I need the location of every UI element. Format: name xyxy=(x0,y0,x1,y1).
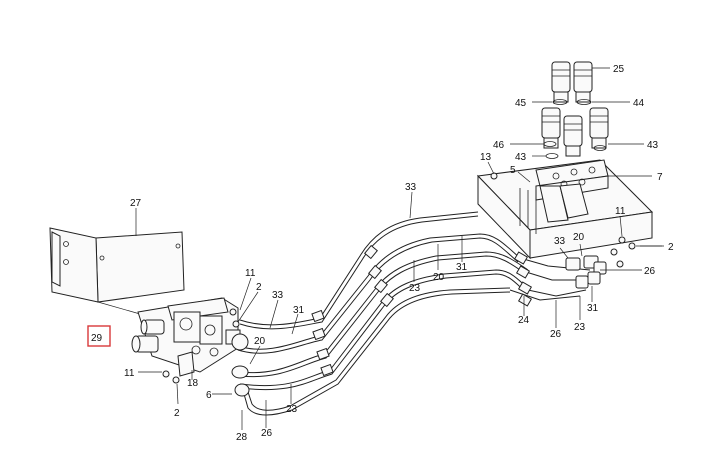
quick-couplers xyxy=(541,61,609,159)
callout-31: 31 xyxy=(587,303,599,314)
callout-43: 43 xyxy=(515,152,527,163)
callout-11: 11 xyxy=(124,368,135,379)
callout-2: 2 xyxy=(256,282,262,293)
callout-20: 20 xyxy=(433,272,445,283)
callout-28: 28 xyxy=(236,432,248,443)
callout-6: 6 xyxy=(206,390,212,401)
callout-20: 20 xyxy=(254,336,266,347)
highlight-box xyxy=(87,325,111,347)
callout-45: 45 xyxy=(515,98,527,109)
callout-31: 31 xyxy=(293,305,305,316)
coupler xyxy=(541,107,561,149)
callout-2: 2 xyxy=(174,408,180,419)
callout-5: 5 xyxy=(510,165,516,176)
rear-bracket xyxy=(476,159,654,260)
callout-29: 29 xyxy=(91,333,103,344)
coupler xyxy=(589,107,609,149)
callout-26: 26 xyxy=(550,329,562,340)
callout-2: 2 xyxy=(668,242,674,253)
callout-33: 33 xyxy=(405,182,417,193)
callout-23: 23 xyxy=(286,404,298,415)
callout-labels: 27 29 11 2 33 31 20 11 18 6 2 28 26 23 3… xyxy=(91,64,674,443)
coupler xyxy=(551,61,571,103)
control-valve xyxy=(131,297,241,377)
coupler-adapters xyxy=(565,255,607,289)
mounting-bracket xyxy=(49,227,185,315)
callout-20: 20 xyxy=(573,232,585,243)
callout-46: 46 xyxy=(493,140,505,151)
coupler xyxy=(563,115,583,157)
callout-25: 25 xyxy=(613,64,625,75)
callout-26: 26 xyxy=(644,266,656,277)
callout-27: 27 xyxy=(130,198,142,209)
callout-18: 18 xyxy=(187,378,199,389)
callout-23: 23 xyxy=(574,322,586,333)
callout-33: 33 xyxy=(554,236,566,247)
callout-24: 24 xyxy=(518,315,530,326)
coupler xyxy=(573,61,593,103)
callout-11: 11 xyxy=(615,206,626,217)
callout-23: 23 xyxy=(409,283,421,294)
callout-26: 26 xyxy=(261,428,273,439)
callout-33: 33 xyxy=(272,290,284,301)
callout-13: 13 xyxy=(480,152,492,163)
valve-bolts xyxy=(162,308,240,384)
hose-group xyxy=(237,211,592,416)
leader-lines xyxy=(135,67,664,430)
callout-31: 31 xyxy=(456,262,468,273)
callout-7: 7 xyxy=(657,172,663,183)
elbow-fittings xyxy=(231,333,250,397)
callout-11: 11 xyxy=(245,268,256,279)
callout-44: 44 xyxy=(633,98,645,109)
hose-fittings xyxy=(311,244,533,377)
callout-43: 43 xyxy=(647,140,659,151)
